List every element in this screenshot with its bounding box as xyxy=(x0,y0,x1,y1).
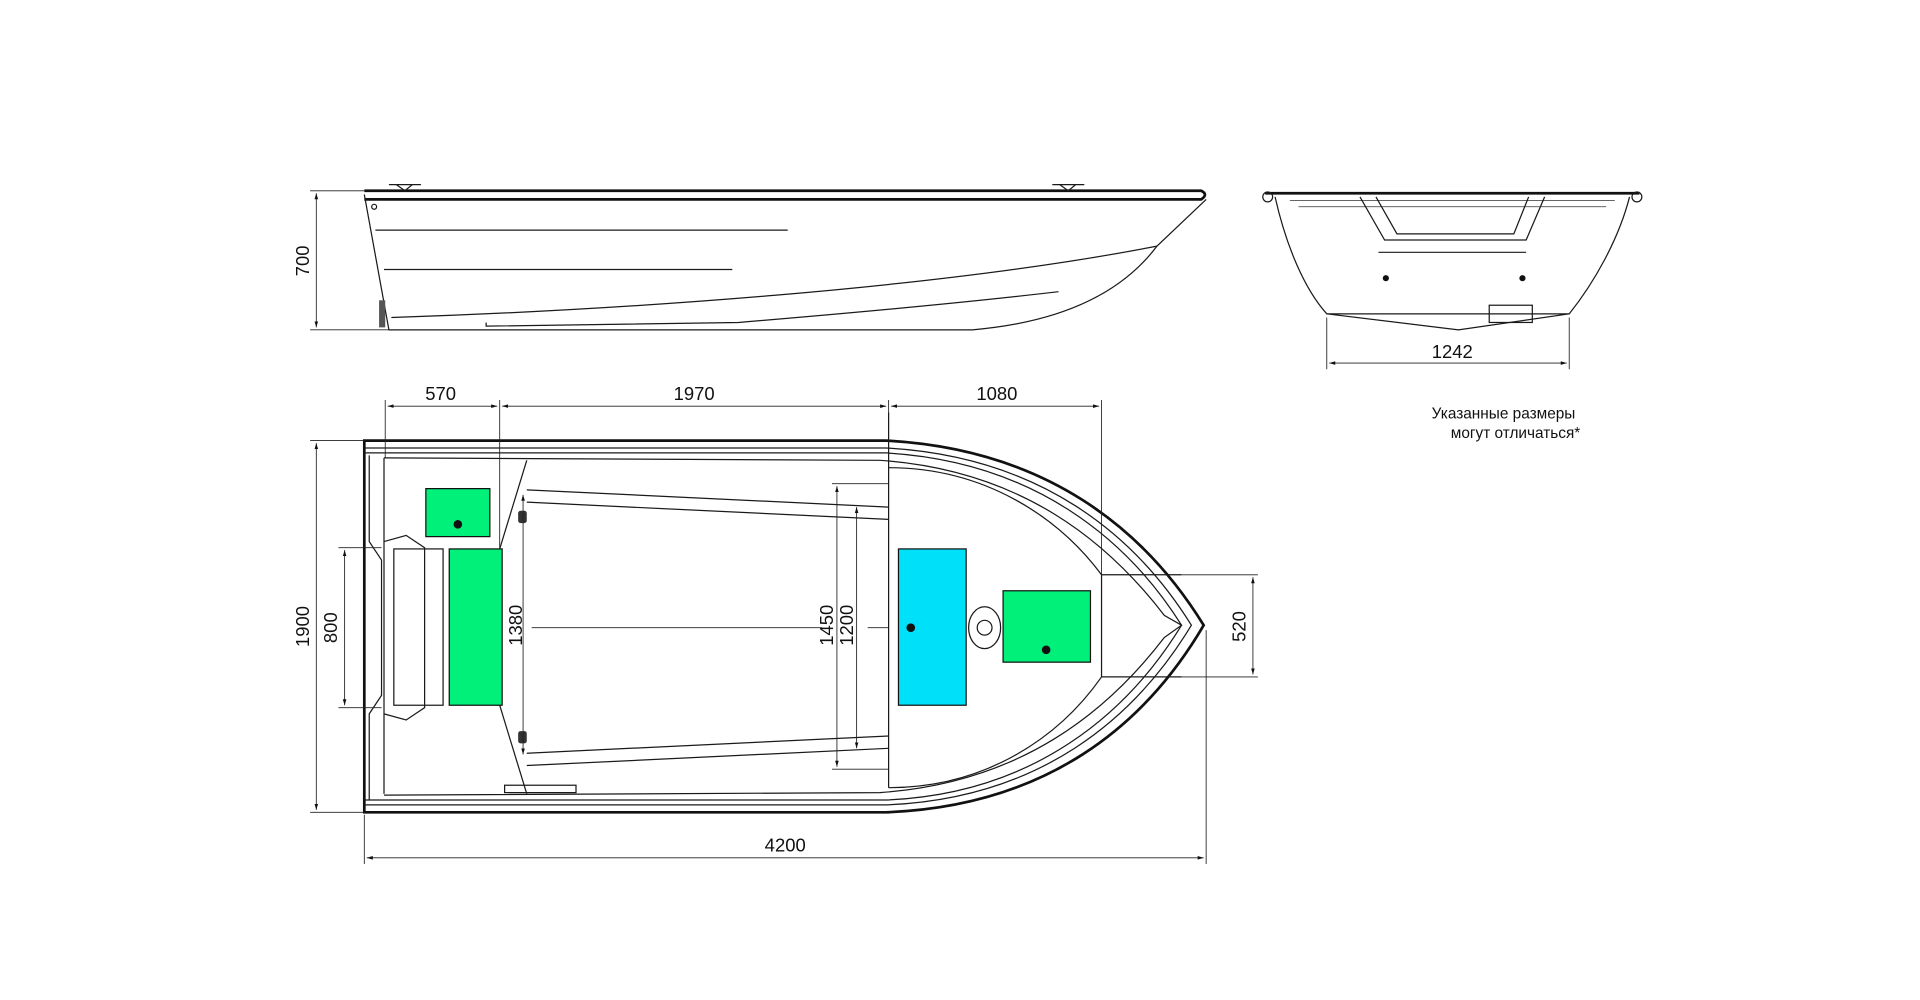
note-line-1: Указанные размеры xyxy=(1432,405,1576,422)
middle-seat-hatch xyxy=(897,548,967,706)
transom-grill xyxy=(379,300,386,328)
cleat-icon xyxy=(1052,184,1085,192)
cleat-icon xyxy=(388,184,421,192)
deck-fitting xyxy=(968,606,1002,650)
top-view: 570 1970 1080 4200 1900 800 1380 1450 12… xyxy=(292,383,1258,864)
side-view: 700 xyxy=(292,184,1207,331)
front-view: 1242 xyxy=(1262,191,1643,370)
dim-1970: 1970 xyxy=(674,383,715,404)
rear-seat-hatch xyxy=(448,548,503,706)
dim-1380: 1380 xyxy=(505,605,526,646)
dim-4200: 4200 xyxy=(765,835,806,856)
side-height-label: 700 xyxy=(292,246,313,277)
front-width-label: 1242 xyxy=(1432,341,1473,362)
dim-1080: 1080 xyxy=(976,383,1017,404)
stern-locker-hatch xyxy=(425,488,491,538)
dim-1900: 1900 xyxy=(292,606,313,647)
dim-1200: 1200 xyxy=(836,605,857,646)
dim-1450: 1450 xyxy=(816,605,837,646)
dim-570: 570 xyxy=(425,383,456,404)
dim-520: 520 xyxy=(1229,611,1250,642)
note-line-2: могут отличаться* xyxy=(1451,425,1580,442)
dim-800: 800 xyxy=(320,612,341,643)
